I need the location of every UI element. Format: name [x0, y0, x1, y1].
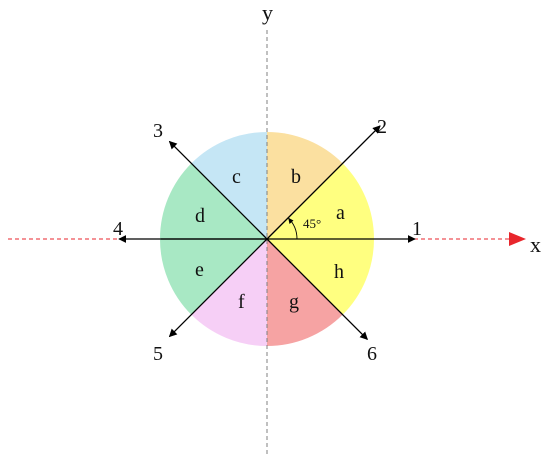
direction-label-3: 3 [153, 120, 163, 142]
x-axis-arrow-icon [509, 232, 526, 246]
sector-f [191, 239, 267, 346]
sector-d [160, 163, 267, 239]
sector-e [160, 239, 267, 315]
sector-label-h: h [334, 261, 344, 283]
direction-arrow-5 [168, 238, 268, 338]
direction-arrow-6 [266, 238, 368, 340]
direction-label-2: 2 [377, 116, 387, 138]
direction-label-6: 6 [367, 343, 377, 365]
sector-label-f: f [238, 291, 245, 313]
sector-label-d: d [195, 205, 205, 227]
sector-label-g: g [289, 291, 299, 313]
sector-g [267, 239, 343, 346]
sector-c [191, 132, 267, 239]
sector-h [267, 239, 374, 315]
direction-label-1: 1 [412, 218, 422, 240]
direction-arrow-3 [168, 140, 268, 240]
angle-arc-arrow-icon [288, 217, 294, 224]
direction-arrows-group [118, 125, 416, 340]
y-axis-label: y [262, 0, 273, 25]
sector-label-c: c [232, 166, 241, 188]
direction-label-4: 4 [113, 218, 123, 240]
sector-label-e: e [195, 259, 204, 281]
sector-b [267, 132, 343, 239]
sectors-group [160, 132, 374, 346]
sector-label-a: a [336, 202, 345, 224]
angle-label: 45° [303, 216, 321, 231]
direction-label-5: 5 [153, 343, 163, 365]
sector-a [267, 163, 374, 239]
direction-arrow-2 [266, 125, 381, 240]
x-axis-label: x [530, 232, 541, 257]
sector-label-b: b [291, 166, 301, 188]
